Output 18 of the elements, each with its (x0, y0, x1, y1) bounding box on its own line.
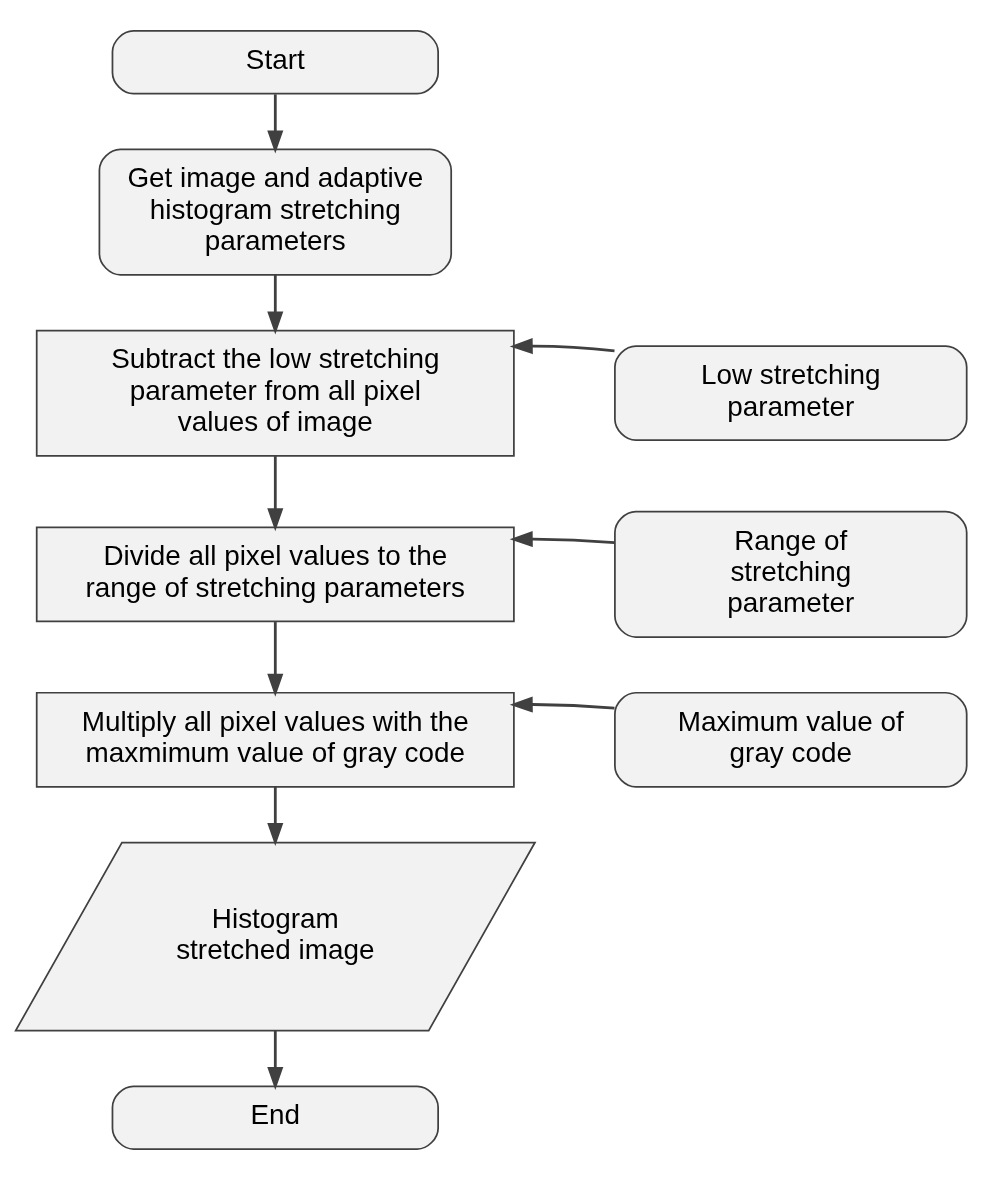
node-box: Maximum value of gray code (614, 691, 968, 788)
arrow (267, 1030, 284, 1090)
node-box: Get image and adaptive histogram stretching parameters (98, 148, 453, 276)
arrow (267, 622, 284, 697)
node-box: Divide all pixel values to the range of stretching parameters (35, 526, 515, 623)
node-box: Subtract the low stretching parameter from all pixel values of image (35, 329, 515, 457)
arrow (509, 338, 615, 355)
arrow (267, 786, 284, 847)
node-box: Range of stretching parameter (614, 510, 968, 638)
arrow (267, 456, 284, 532)
arrow (509, 530, 615, 548)
node-box: Multiply all pixel values with the maxmimum value of gray code (35, 691, 515, 788)
node-box: Low stretching parameter (614, 345, 968, 442)
arrow (267, 274, 284, 335)
node-box: Start (111, 30, 439, 95)
arrow (267, 94, 284, 154)
node-box: End (111, 1085, 439, 1150)
arrow (509, 696, 615, 713)
